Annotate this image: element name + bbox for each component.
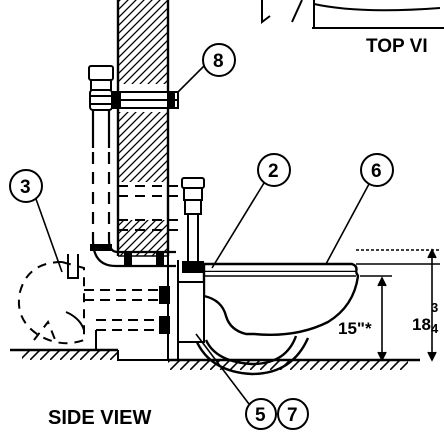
callout-2-label: 2 <box>268 161 279 182</box>
wall-bracket <box>111 91 179 109</box>
callout-3-label: 3 <box>20 177 31 198</box>
callout-5-label: 5 <box>255 405 266 426</box>
callout-5: 5 <box>195 333 277 430</box>
callout-8: 8 <box>177 43 236 93</box>
callout-6: 6 <box>325 153 394 265</box>
top-view-fragment <box>261 0 444 29</box>
overall-height-whole: 18 <box>412 315 431 334</box>
drain-pipe-hidden <box>18 261 85 345</box>
hidden-pipes-in-wall <box>118 185 178 231</box>
callout-2: 2 <box>211 153 291 269</box>
top-view-label: TOP VI <box>366 36 428 57</box>
flush-valve-right <box>181 177 205 273</box>
carrier-frame <box>167 256 179 361</box>
side-view-label: SIDE VIEW <box>48 407 151 429</box>
pipe-couplings <box>90 244 164 267</box>
dimension-lines <box>356 248 440 362</box>
callout-7-label: 7 <box>287 405 298 426</box>
callout-6-label: 6 <box>371 161 382 182</box>
overall-height-frac-den: 4 <box>431 321 439 336</box>
toilet-bowl <box>177 262 360 376</box>
seat-height-dimension: 15"* <box>338 319 372 338</box>
callout-3: 3 <box>9 169 63 273</box>
callout-8-label: 8 <box>213 51 224 72</box>
callout-7: 7 <box>277 398 309 430</box>
wall <box>116 0 170 257</box>
drain-elbow-solid <box>65 254 85 331</box>
supply-valve-left <box>88 65 114 111</box>
overall-height-frac-num: 3 <box>431 300 438 315</box>
